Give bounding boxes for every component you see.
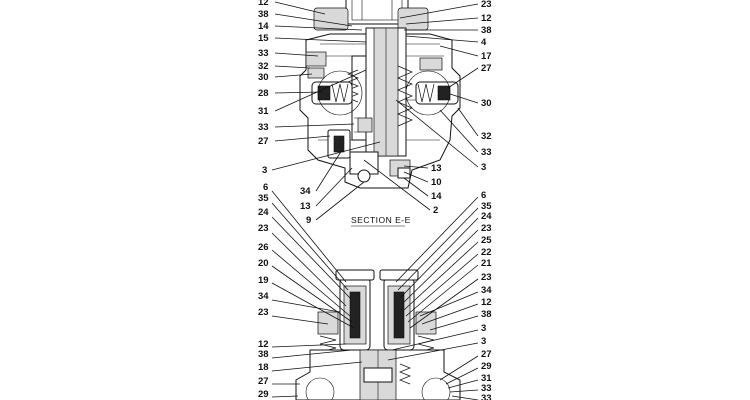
lower-right-callouts: 6 35 24 23 25 22 21 23 34 12 38 3 3 27 2… xyxy=(481,190,492,400)
callout-label: 2 xyxy=(433,205,438,216)
callout-label: 3 xyxy=(262,165,267,176)
callout-label: 3 xyxy=(481,162,486,173)
callout-label: 32 xyxy=(481,131,492,142)
callout-label: 25 xyxy=(481,235,492,246)
callout-label: 13 xyxy=(300,201,311,212)
callout-label: 13 xyxy=(431,163,442,174)
callout-label: 21 xyxy=(481,258,492,269)
callout-label: 29 xyxy=(481,361,492,372)
callout-label: 6 xyxy=(481,190,486,201)
section-title: SECTION E-E xyxy=(351,215,411,225)
callout-label: 27 xyxy=(481,349,492,360)
callout-label: 23 xyxy=(481,223,492,234)
callout-label: 12 xyxy=(481,13,492,24)
callout-label: 35 xyxy=(258,193,269,204)
callout-label: 38 xyxy=(258,9,269,20)
section-title-block: SECTION E-E xyxy=(351,215,411,227)
callout-label: 27 xyxy=(481,63,492,74)
upper-valve-assembly xyxy=(299,0,461,189)
callout-label: 27 xyxy=(258,376,269,387)
callout-label: 10 xyxy=(431,177,442,188)
callout-label: 20 xyxy=(258,258,269,269)
callout-label: 14 xyxy=(258,21,269,32)
callout-label: 15 xyxy=(258,33,269,44)
callout-label: 32 xyxy=(258,61,269,72)
callout-label: 23 xyxy=(481,272,492,283)
callout-label: 28 xyxy=(258,88,269,99)
callout-label: 30 xyxy=(481,98,492,109)
callout-label: 33 xyxy=(258,48,269,59)
callout-label: 19 xyxy=(258,275,269,286)
callout-label: 4 xyxy=(481,37,487,48)
callout-label: 29 xyxy=(258,389,269,400)
callout-label: 17 xyxy=(481,51,492,62)
lower-left-callouts: 6 35 24 23 26 20 19 34 23 12 38 18 27 29 xyxy=(258,182,269,400)
callout-label: 24 xyxy=(481,211,492,222)
callout-label: 24 xyxy=(258,207,269,218)
callout-label: 33 xyxy=(481,147,492,158)
callout-label: 30 xyxy=(258,72,269,83)
callout-label: 34 xyxy=(258,291,269,302)
callout-label: 34 xyxy=(481,285,492,296)
callout-label: 18 xyxy=(258,362,269,373)
callout-label: 26 xyxy=(258,242,269,253)
callout-label: 31 xyxy=(481,373,492,384)
callout-label: 9 xyxy=(306,215,311,226)
callout-label: 33 xyxy=(258,122,269,133)
lower-leader-lines xyxy=(271,190,479,400)
callout-label: 23 xyxy=(258,223,269,234)
callout-label: 22 xyxy=(481,247,492,258)
callout-label: 34 xyxy=(300,186,311,197)
callout-label: 31 xyxy=(258,106,269,117)
callout-label: 23 xyxy=(258,307,269,318)
callout-label: 12 xyxy=(258,0,269,8)
callout-label: 12 xyxy=(258,339,269,350)
callout-label: 3 xyxy=(481,336,486,347)
callout-label: 14 xyxy=(431,191,442,202)
upper-left-callouts: 12 38 14 15 33 32 30 28 31 33 27 3 34 13… xyxy=(258,0,311,226)
upper-right-callouts: 23 12 38 4 17 27 30 32 33 3 13 10 14 2 xyxy=(431,0,492,216)
callout-label: 38 xyxy=(481,25,492,36)
lower-valve-assembly xyxy=(295,269,461,400)
callout-label: 3 xyxy=(481,323,486,334)
callout-label: 33 xyxy=(481,383,492,394)
callout-label: 38 xyxy=(481,309,492,320)
callout-label: 6 xyxy=(263,182,268,193)
callout-label: 12 xyxy=(481,297,492,308)
callout-label: 23 xyxy=(481,0,492,10)
callout-label: 27 xyxy=(258,136,269,147)
callout-label: 38 xyxy=(258,349,269,360)
callout-label: 35 xyxy=(481,201,492,212)
upper-leader-lines xyxy=(271,1,479,221)
callout-label: 33 xyxy=(481,393,492,400)
